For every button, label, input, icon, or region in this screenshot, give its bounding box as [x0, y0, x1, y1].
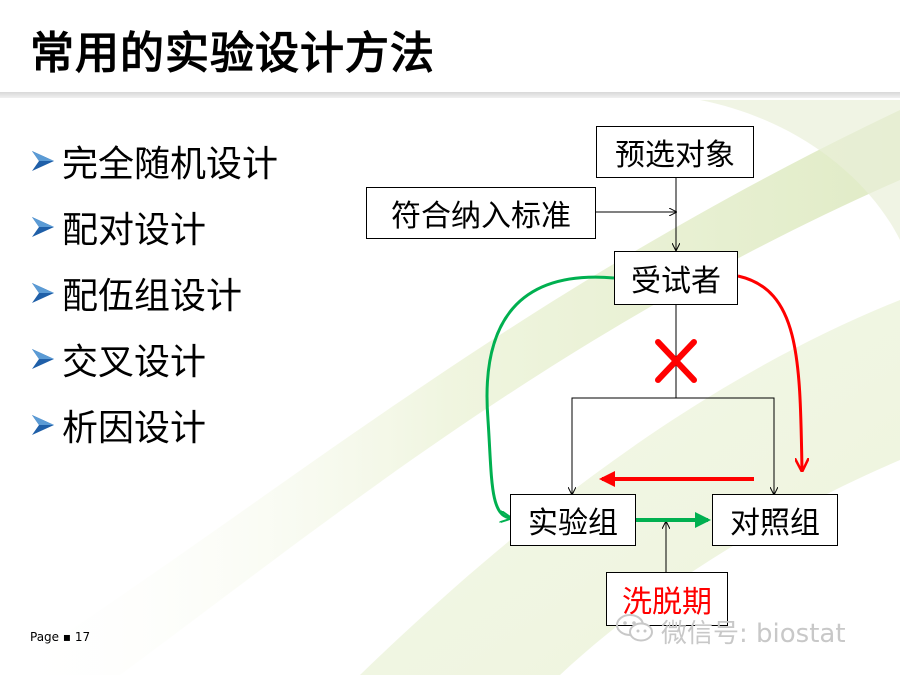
list-item: 配伍组设计 — [30, 260, 278, 326]
list-item-label: 配伍组设计 — [62, 276, 243, 317]
watermark-text: 微信号: biostat — [661, 619, 846, 649]
list-item: 交叉设计 — [30, 326, 278, 392]
page-number: Page ▪ 17 — [30, 630, 91, 644]
list-item-label: 完全随机设计 — [62, 144, 279, 185]
arrow-bullet-icon — [30, 209, 60, 245]
wechat-icon — [615, 612, 655, 651]
arrow-bullet-icon — [30, 341, 60, 377]
list-item-label: 析因设计 — [62, 408, 207, 449]
node-washout: 洗脱期 — [606, 572, 728, 626]
list-item: 完全随机设计 — [30, 128, 278, 194]
node-preselect: 预选对象 — [596, 126, 754, 178]
node-subjects: 受试者 — [614, 251, 738, 305]
list-item-label: 交叉设计 — [62, 342, 207, 383]
slide-title: 常用的实验设计方法 — [30, 28, 435, 79]
node-experimental: 实验组 — [510, 494, 636, 546]
watermark: 微信号: biostat — [615, 612, 846, 651]
design-method-list: 完全随机设计 配对设计 配伍组设计 交叉设计 析因设计 — [30, 128, 278, 458]
node-criteria: 符合纳入标准 — [366, 187, 596, 239]
list-item: 配对设计 — [30, 194, 278, 260]
list-item: 析因设计 — [30, 392, 278, 458]
list-item-label: 配对设计 — [62, 210, 207, 251]
node-control: 对照组 — [712, 494, 838, 546]
title-divider — [0, 92, 900, 98]
arrow-bullet-icon — [30, 407, 60, 443]
arrow-bullet-icon — [30, 275, 60, 311]
arrow-bullet-icon — [30, 143, 60, 179]
